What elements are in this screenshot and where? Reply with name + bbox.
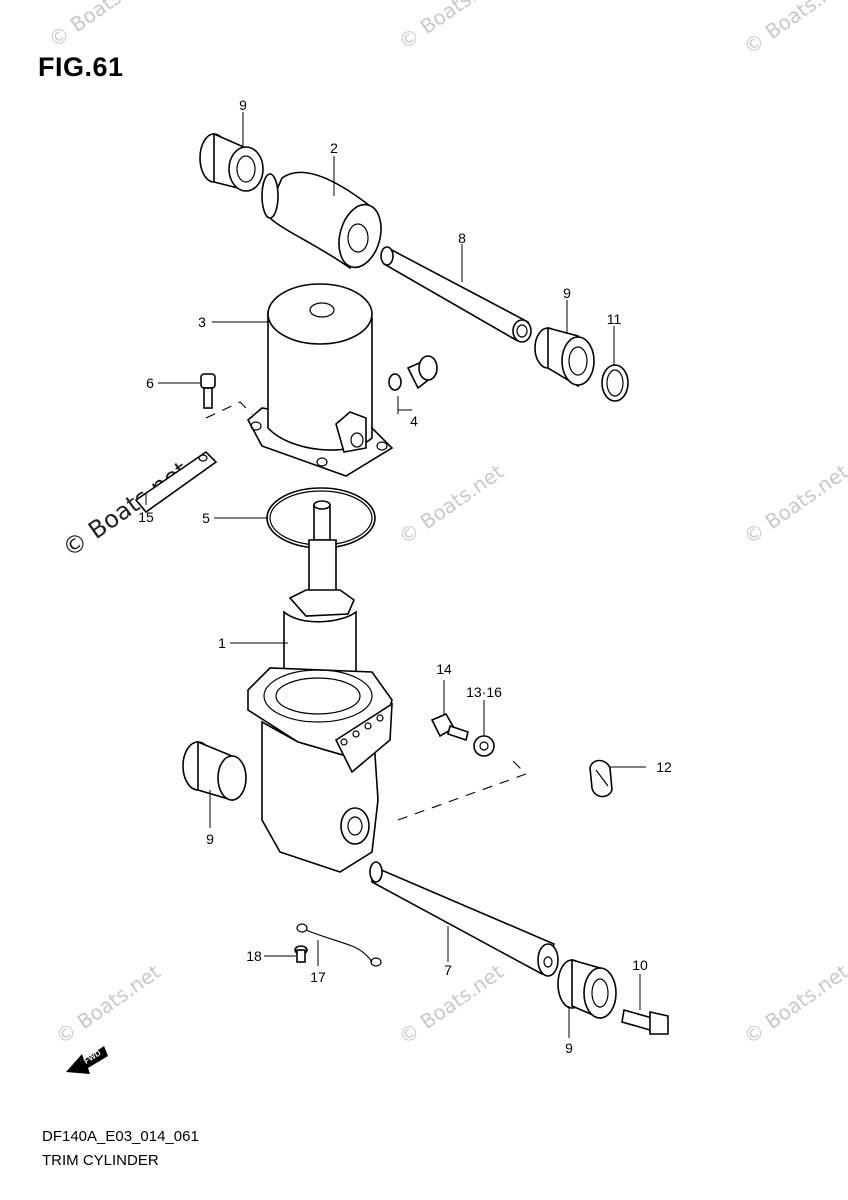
callout-3: 3 xyxy=(198,314,206,330)
callout-14: 14 xyxy=(436,661,452,677)
watermark: © Boats.net xyxy=(51,959,165,1049)
watermarks: © Boats.net © Boats.net © Boats.net © Bo… xyxy=(44,0,848,1049)
callout-17: 17 xyxy=(310,969,326,985)
dash-line xyxy=(397,759,528,821)
callout-12: 12 xyxy=(656,759,672,775)
callout-9-left: 9 xyxy=(206,831,214,847)
callout-5: 5 xyxy=(202,510,210,526)
callout-2: 2 xyxy=(330,140,338,156)
callout-15: 15 xyxy=(138,509,154,525)
callout-1: 1 xyxy=(218,635,226,651)
cylinder-cap xyxy=(246,283,394,477)
watermark: © Boats.net xyxy=(394,0,508,54)
callout-9-bottom: 9 xyxy=(565,1040,573,1056)
watermark: © Boats.net xyxy=(394,459,508,549)
callout-6: 6 xyxy=(146,375,154,391)
bushing-bottom xyxy=(557,958,617,1020)
callout-18: 18 xyxy=(246,948,262,964)
watermark: © Boats.net xyxy=(44,0,158,52)
bushing-top xyxy=(199,132,264,192)
snap-ring xyxy=(601,364,629,402)
callout-7: 7 xyxy=(444,962,452,978)
sleeve xyxy=(261,171,382,270)
watermark-large: © Boats.net xyxy=(57,456,193,563)
washer xyxy=(473,735,495,757)
fwd-arrow-icon: FWD xyxy=(66,1046,108,1074)
watermark: © Boats.net xyxy=(739,959,848,1049)
bolt xyxy=(430,712,469,742)
bolt-lower xyxy=(621,1008,669,1035)
lower-pin xyxy=(369,861,559,977)
trim-cylinder-body xyxy=(247,500,393,873)
callout-13-16: 13·16 xyxy=(466,684,502,700)
figure-code: DF140A_E03_014_061 xyxy=(42,1128,199,1145)
figure-name: TRIM CYLINDER xyxy=(42,1152,159,1169)
bushing-right xyxy=(534,326,595,388)
anode-plate xyxy=(134,450,218,514)
callout-9-top: 9 xyxy=(239,97,247,113)
fitting xyxy=(388,355,438,411)
callout-8: 8 xyxy=(458,230,466,246)
callout-4: 4 xyxy=(410,413,418,429)
callout-11: 11 xyxy=(607,311,622,327)
dash-line xyxy=(205,401,253,419)
callout-10: 10 xyxy=(632,957,648,973)
upper-pin xyxy=(380,246,532,343)
ground-wire xyxy=(296,923,382,967)
figure-title: FIG.61 xyxy=(38,52,124,82)
watermark: © Boats.net xyxy=(739,459,848,549)
callout-9-right: 9 xyxy=(563,285,571,301)
clamp xyxy=(589,759,613,798)
watermark: © Boats.net xyxy=(739,0,848,59)
ground-screw xyxy=(294,945,308,963)
screw xyxy=(200,373,216,409)
leader-lines xyxy=(145,112,646,1038)
bushing-left xyxy=(182,740,247,802)
